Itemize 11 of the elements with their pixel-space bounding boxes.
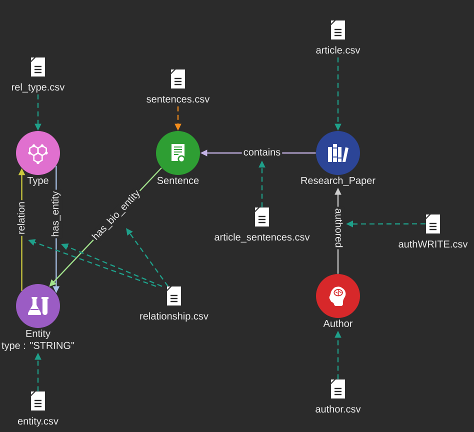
edge-label: relation [16, 200, 28, 236]
file-name: entity.csv [18, 417, 58, 427]
file-name: sentences.csv [146, 96, 210, 103]
file-name: article_sentences.csv [214, 233, 310, 242]
file-name: relationship.csv [140, 312, 208, 322]
file-name: rel_type.csv [12, 83, 65, 93]
file-name: article.csv [316, 46, 360, 54]
file-name: author.csv [316, 405, 361, 413]
edge-label: has_entity [50, 190, 62, 238]
edge-label: authored [332, 206, 344, 250]
file-name: authWRITE.csv [398, 240, 468, 248]
